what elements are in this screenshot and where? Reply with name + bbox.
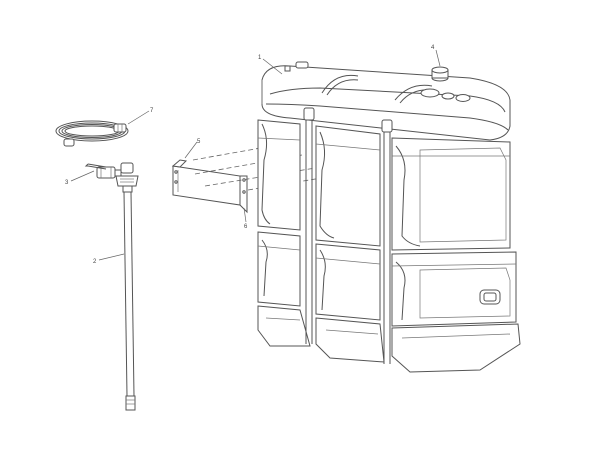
callout-3: 3 xyxy=(65,180,69,186)
ball-valve-icon xyxy=(84,163,122,179)
suction-pipe-icon xyxy=(115,162,139,411)
filler-cap-icon xyxy=(431,66,449,82)
callout-4: 4 xyxy=(431,45,435,51)
wall-bracket-icon xyxy=(171,159,248,214)
callout-7: 7 xyxy=(150,108,154,114)
leader-lines xyxy=(70,49,441,261)
hose-coil-icon xyxy=(55,120,129,147)
bracket-screws-icon xyxy=(174,170,246,194)
callout-5: 5 xyxy=(197,139,201,145)
callout-6: 6 xyxy=(244,224,248,230)
callout-1: 1 xyxy=(258,55,262,61)
callout-2: 2 xyxy=(93,259,97,265)
tank-icon xyxy=(257,61,521,373)
